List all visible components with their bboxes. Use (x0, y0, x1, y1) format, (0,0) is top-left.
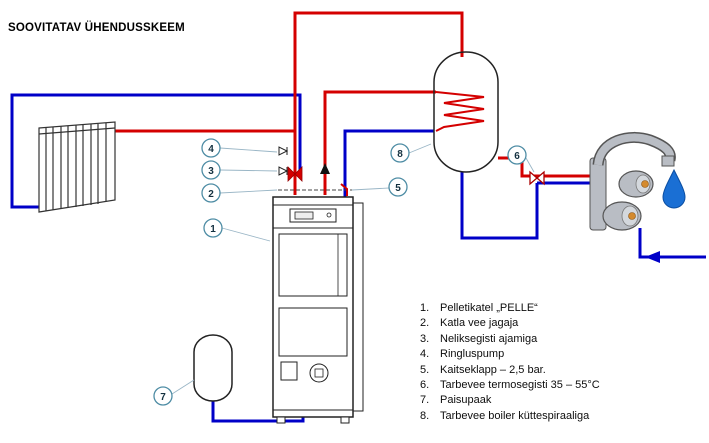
legend-number: 8. (420, 409, 430, 422)
faucet (589, 131, 686, 231)
legend-item: 5. Kaitseklapp – 2,5 bar. (420, 363, 600, 378)
four-way-mixer-valve-icon (287, 166, 296, 182)
leader-7 (171, 379, 195, 395)
radiator (38, 121, 116, 213)
callout-3 (201, 160, 221, 180)
legend-item: 4. Ringluspump (420, 347, 600, 362)
legend-number: 7. (420, 394, 430, 407)
legend-item: 8. Tarbevee boiler küttespiraaliga (420, 409, 600, 424)
cold-pipe-radiator-return (10, 93, 302, 209)
legend: 1. Pelletikatel „PELLE“ 2. Katla vee jag… (420, 301, 600, 424)
legend-number: 1. (420, 302, 430, 314)
fittings (278, 146, 545, 196)
page-title: SOOVITATAV ÜHENDUSSKEEM (8, 22, 185, 34)
leader-1 (221, 227, 271, 242)
callout-8-number: 8 (397, 149, 403, 160)
heating-coil (435, 91, 485, 132)
callout-4 (201, 138, 221, 158)
boiler-ash-box (280, 361, 298, 381)
legend-text: Kaitseklapp – 2,5 bar. (440, 363, 546, 376)
legend-text: Ringluspump (440, 348, 505, 361)
check-valve-icon (278, 146, 289, 156)
boiler-upper-door (278, 233, 348, 297)
legend-text: Tarbevee termosegisti 35 – 55°C (440, 379, 600, 392)
boiler-foot (340, 416, 350, 424)
expansion-tank (193, 334, 233, 402)
four-way-mixer-valve-icon (294, 166, 303, 182)
callout-2-number: 2 (208, 189, 214, 200)
callout-6-number: 6 (514, 151, 520, 162)
legend-number: 6. (420, 379, 430, 392)
callout-8 (390, 143, 410, 163)
leader-2 (219, 189, 278, 194)
legend-text: Paisupaak (440, 394, 492, 407)
callout-5-number: 5 (395, 183, 401, 194)
callout-5 (388, 177, 408, 197)
faucet-knob-dot (641, 180, 649, 188)
callout-3-number: 3 (208, 166, 214, 177)
legend-text: Neliksegisti ajamiga (440, 332, 538, 345)
legend-item: 1. Pelletikatel „PELLE“ (420, 301, 600, 316)
leader-8 (408, 143, 432, 154)
circulation-pump-icon (320, 163, 330, 174)
legend-text: Pelletikatel „PELLE“ (440, 302, 538, 314)
leader-4 (219, 147, 278, 153)
legend-number: 5. (420, 363, 430, 376)
faucet-nozzle (661, 155, 675, 167)
legend-item: 6. Tarbevee termosegisti 35 – 55°C (420, 378, 600, 393)
boiler-display (294, 211, 314, 220)
radiator-top-band (38, 127, 116, 135)
legend-number: 4. (420, 348, 430, 361)
legend-item: 7. Paisupaak (420, 393, 600, 408)
boiler-foot (276, 416, 286, 424)
hot-pipes (115, 11, 594, 195)
cold-pipe-tank-feed (460, 172, 539, 240)
safety-valve-icon (340, 183, 348, 196)
pellet-boiler (272, 196, 364, 424)
legend-number: 3. (420, 332, 430, 345)
faucet-spout (594, 133, 675, 166)
callout-7-number: 7 (160, 392, 166, 403)
radiator-body (38, 121, 116, 213)
leader-3 (219, 169, 278, 172)
faucet-knob-dot (628, 212, 636, 220)
check-valve-icon (278, 166, 289, 176)
boiler-side-panel (352, 202, 364, 412)
water-drop-icon (662, 168, 686, 209)
legend-item: 3. Neliksegisti ajamiga (420, 332, 600, 347)
hot-pipe-coil-supply (323, 90, 436, 195)
thermostatic-mixer-icon (536, 170, 545, 186)
leader-6 (525, 157, 535, 173)
boiler-sight-glass-inner (314, 368, 324, 378)
callouts: 1 2 3 4 5 6 7 8 (153, 138, 527, 406)
legend-item: 2. Katla vee jagaja (420, 316, 600, 331)
cold-pipes (10, 93, 706, 423)
legend-number: 2. (420, 317, 430, 330)
legend-text: Tarbevee boiler küttespiraaliga (440, 409, 590, 422)
callout-1-number: 1 (210, 224, 216, 235)
callout-1 (203, 218, 223, 238)
boiler-lower-door (278, 307, 348, 357)
thermostatic-mixer-icon (529, 170, 538, 186)
hot-pipe-boiler-to-tank-top (293, 11, 464, 195)
cold-flow-arrow (645, 251, 660, 263)
callout-7 (153, 386, 173, 406)
callout-6 (507, 145, 527, 165)
legend-text: Katla vee jagaja (440, 317, 519, 330)
callout-2 (201, 183, 221, 203)
hot-water-tank (433, 51, 499, 173)
boiler-knob (326, 212, 332, 218)
callout-leaders (171, 143, 535, 395)
callout-4-number: 4 (208, 144, 214, 155)
cold-pipe-main-inlet (638, 228, 706, 259)
boiler-body (272, 196, 354, 418)
